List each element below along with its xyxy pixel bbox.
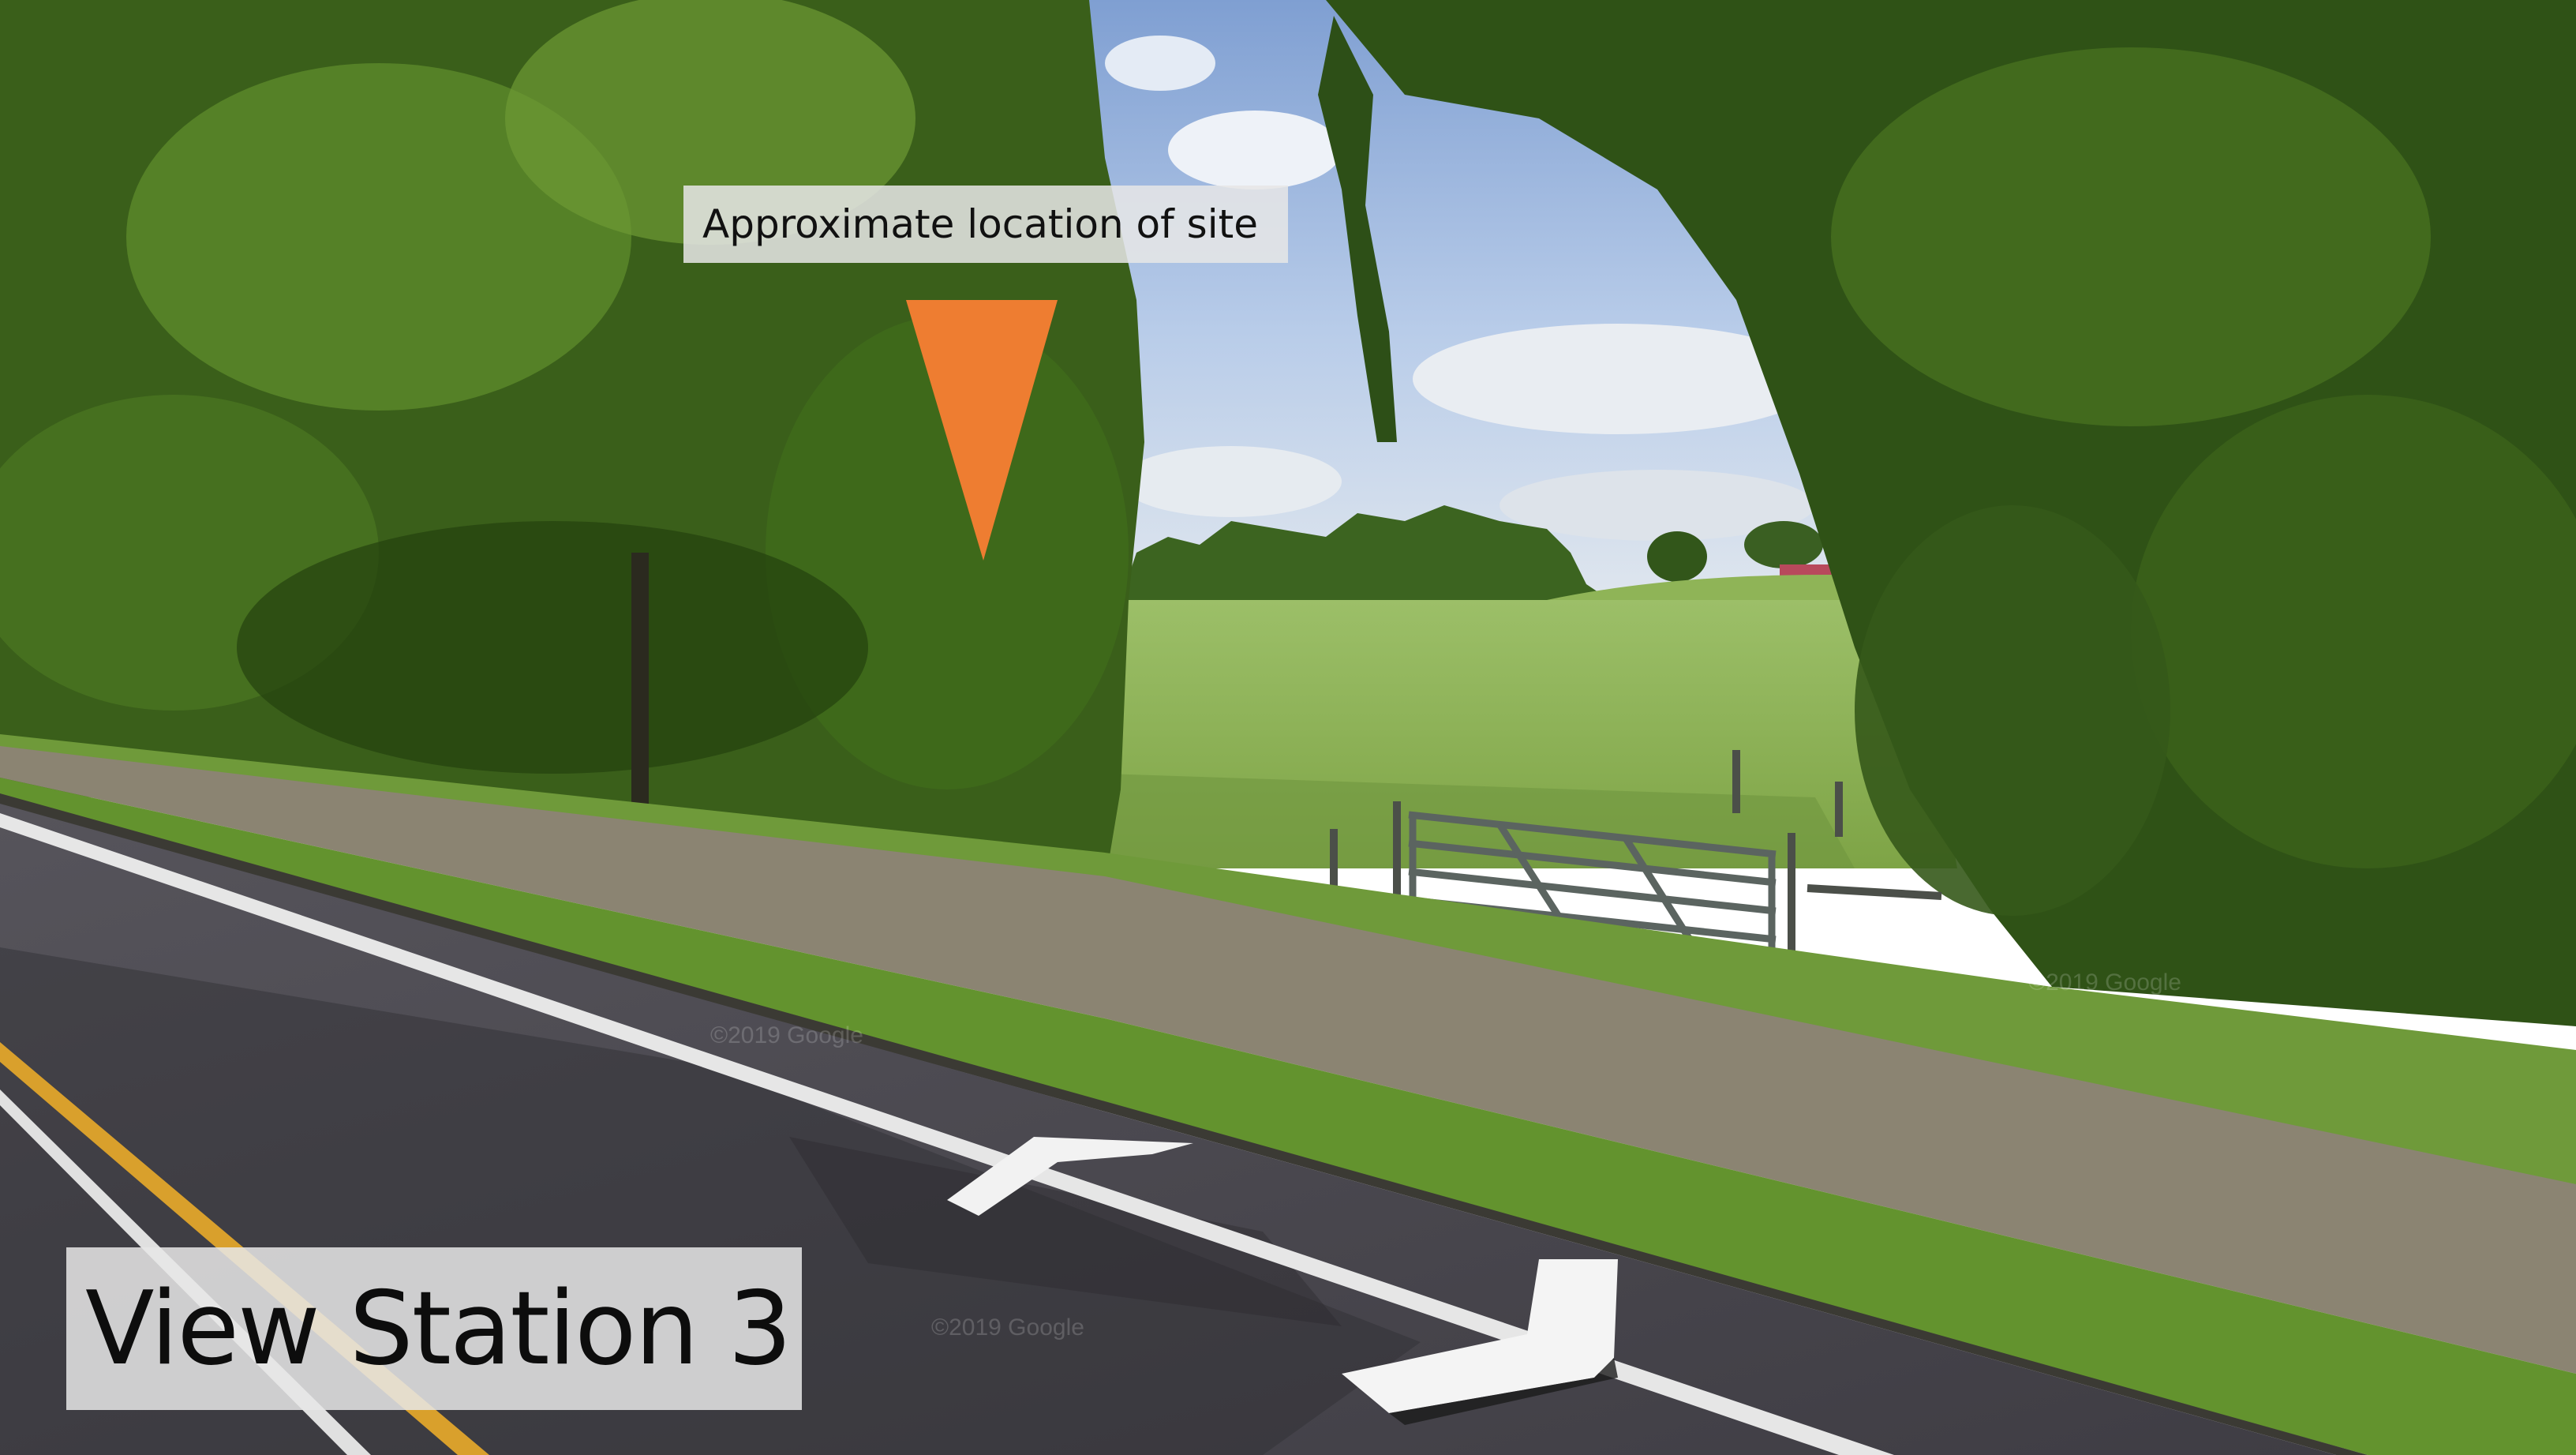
foliage-highlight xyxy=(126,63,631,411)
sidewalk xyxy=(0,746,2576,1374)
watermark-text: ©2019 Google xyxy=(710,1022,863,1048)
watermark-text: ©2019 Google xyxy=(2028,969,2181,996)
foliage-highlight xyxy=(1855,505,2170,916)
foliage-highlight xyxy=(505,0,915,245)
nav-arrow-shadow xyxy=(1389,1358,1618,1425)
cloud xyxy=(1168,111,1342,189)
foliage-highlight xyxy=(1831,47,2431,426)
edge-line xyxy=(0,813,1894,1455)
cloud xyxy=(1500,470,1815,541)
site-location-label: Approximate location of site xyxy=(702,201,1258,247)
hanging-vine xyxy=(1318,16,1397,442)
watermark-text: ©2019 Google xyxy=(931,1314,1084,1341)
road-shadow xyxy=(789,1137,1342,1326)
cloud xyxy=(1105,36,1215,91)
grass-strip xyxy=(0,778,2576,1455)
cloud xyxy=(1121,446,1342,517)
site-location-callout: Approximate location of site xyxy=(683,186,1288,263)
view-station-caption: View Station 3 xyxy=(66,1247,802,1410)
nav-arrow-icon[interactable] xyxy=(947,1137,1193,1216)
tree-trunk xyxy=(631,553,649,805)
distant-tree xyxy=(1744,521,1823,568)
distant-tree xyxy=(1647,531,1707,582)
foliage-dark xyxy=(237,521,868,774)
curb xyxy=(0,793,2368,1455)
distant-treeline xyxy=(1121,505,1610,600)
cloud xyxy=(1413,324,1823,434)
site-marker-icon xyxy=(906,300,1058,561)
foliage-highlight xyxy=(2131,395,2576,868)
view-station-title: View Station 3 xyxy=(85,1269,792,1388)
nav-arrow-icon[interactable] xyxy=(1342,1259,1618,1413)
